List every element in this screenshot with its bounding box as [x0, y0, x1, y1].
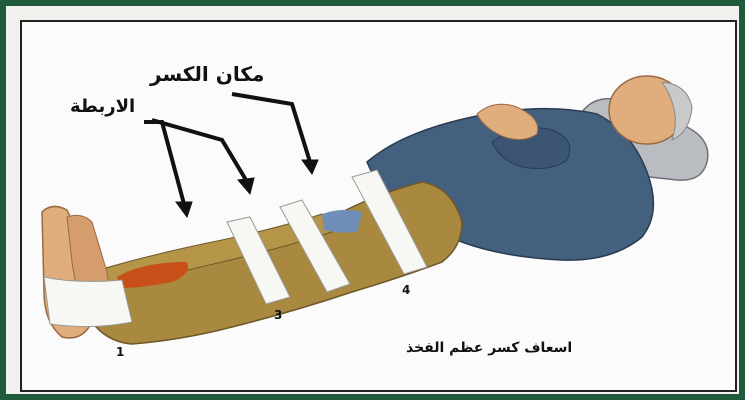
bandages-label: الاربطة: [70, 96, 135, 117]
fracture-site-label: مكان الكسر: [150, 62, 264, 86]
arrow-bandage-b: [152, 120, 254, 194]
blue-padding: [322, 210, 362, 233]
first-aid-illustration: [22, 22, 735, 390]
band-number-3: 3: [274, 308, 282, 322]
illustration-panel: [20, 20, 737, 392]
band-number-1: 1: [116, 345, 124, 359]
arrow-bandage-a: [144, 122, 192, 217]
arrow-fracture-site: [232, 94, 318, 174]
band-number-4: 4: [402, 283, 410, 297]
figure-caption: اسعاف كسر عظم الفخذ: [406, 340, 572, 356]
bandage-1: [44, 277, 132, 327]
paper-background: [6, 6, 739, 394]
